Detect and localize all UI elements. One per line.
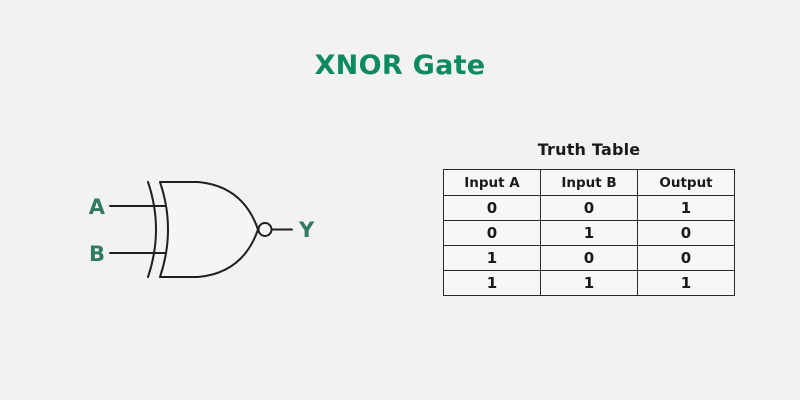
truth-table: Input A Input B Output 0 0 1 0 1 0 1	[443, 169, 735, 296]
truth-table-body: 0 0 1 0 1 0 1 0 0 1 1 1	[443, 195, 735, 296]
column-header-input-b: Input B	[540, 169, 638, 196]
cell-input-b: 1	[540, 270, 638, 296]
column-header-output: Output	[637, 169, 735, 196]
table-row: 1 1 1	[443, 270, 735, 296]
cell-input-b: 0	[540, 245, 638, 271]
cell-input-a: 0	[443, 220, 541, 246]
truth-table-header-row: Input A Input B Output	[443, 169, 735, 196]
truth-table-title: Truth Table	[537, 140, 641, 159]
truth-table-block: Truth Table Input A Input B Output 0 0 1…	[443, 140, 735, 296]
column-header-input-a: Input A	[443, 169, 541, 196]
table-row: 1 0 0	[443, 245, 735, 271]
cell-output: 1	[637, 195, 735, 221]
truth-table-head: Input A Input B Output	[443, 169, 735, 196]
cell-input-a: 0	[443, 195, 541, 221]
xnor-gate-diagram: A B Y	[80, 160, 340, 300]
table-row: 0 0 1	[443, 195, 735, 221]
cell-output: 0	[637, 220, 735, 246]
cell-input-b: 0	[540, 195, 638, 221]
inversion-bubble-icon	[257, 222, 273, 237]
cell-input-b: 1	[540, 220, 638, 246]
output-label: Y	[298, 218, 315, 242]
xor-outer-arc	[147, 181, 157, 278]
gate-body	[159, 181, 259, 278]
input-b-label: B	[89, 242, 105, 266]
cell-input-a: 1	[443, 245, 541, 271]
cell-output: 0	[637, 245, 735, 271]
xnor-gate-svg: A B Y	[89, 181, 315, 278]
cell-input-a: 1	[443, 270, 541, 296]
input-a-label: A	[89, 195, 106, 219]
cell-output: 1	[637, 270, 735, 296]
page-title: XNOR Gate	[314, 50, 486, 81]
table-row: 0 1 0	[443, 220, 735, 246]
